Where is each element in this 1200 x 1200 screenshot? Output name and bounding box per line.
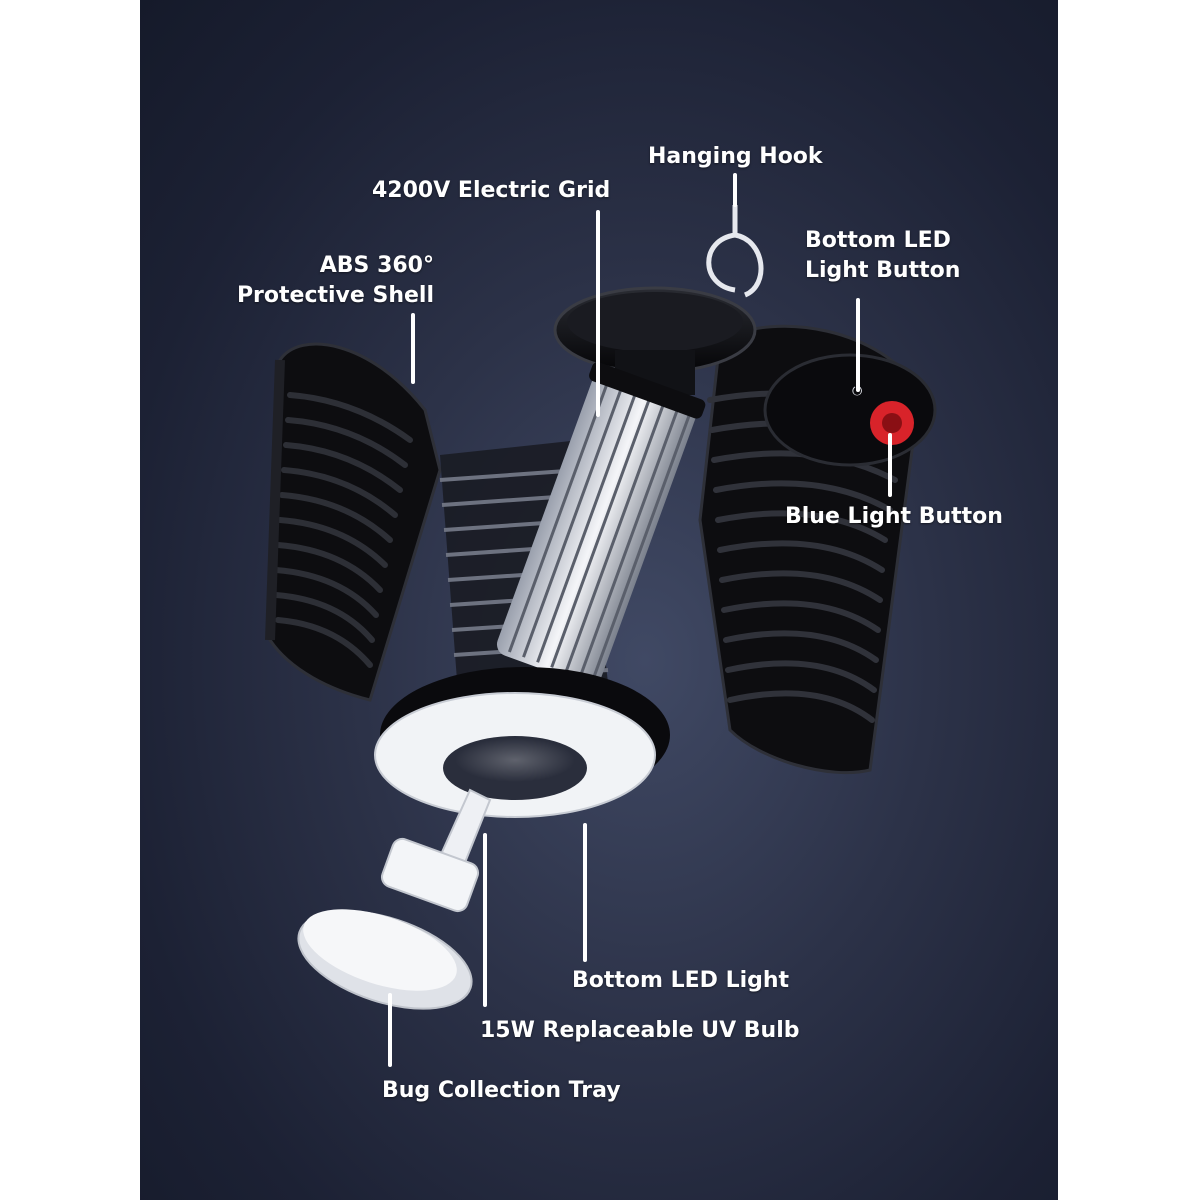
- electric-grid-bulb: [496, 362, 706, 686]
- blue-light-button-label: Blue Light Button: [785, 504, 1003, 529]
- callout-leader-lines: [388, 173, 892, 1067]
- collection-tray-label: Bug Collection Tray: [382, 1078, 621, 1103]
- top-cap: [553, 286, 757, 395]
- electric-grid-label: 4200V Electric Grid: [372, 178, 611, 203]
- shell-label-line2: Protective Shell: [236, 283, 434, 308]
- bug-collection-tray: [297, 909, 473, 1010]
- product-panel: ⏻: [140, 0, 1058, 1200]
- bottom-led-button-label: Bottom LED Light Button: [805, 226, 960, 286]
- uv-bulb-label: 15W Replaceable UV Bulb: [480, 1018, 800, 1043]
- uv-bulb-holder: [380, 788, 492, 913]
- left-shell: [265, 342, 442, 702]
- shell-label: ABS 360° Protective Shell: [234, 251, 434, 311]
- hanging-hook-label: Hanging Hook: [648, 144, 823, 169]
- bottom-led-ring: [374, 667, 670, 818]
- shell-label-line1: ABS 360°: [319, 253, 434, 278]
- exploded-bug-zapper-illustration: ⏻: [265, 173, 937, 1067]
- hanging-hook-icon: [706, 205, 764, 298]
- bottom-led-button-label-line2: Light Button: [805, 258, 961, 283]
- bottom-led-light-label: Bottom LED Light: [572, 968, 790, 993]
- bottom-led-button-label-line1: Bottom LED: [805, 228, 951, 253]
- right-shell: ⏻: [698, 324, 937, 775]
